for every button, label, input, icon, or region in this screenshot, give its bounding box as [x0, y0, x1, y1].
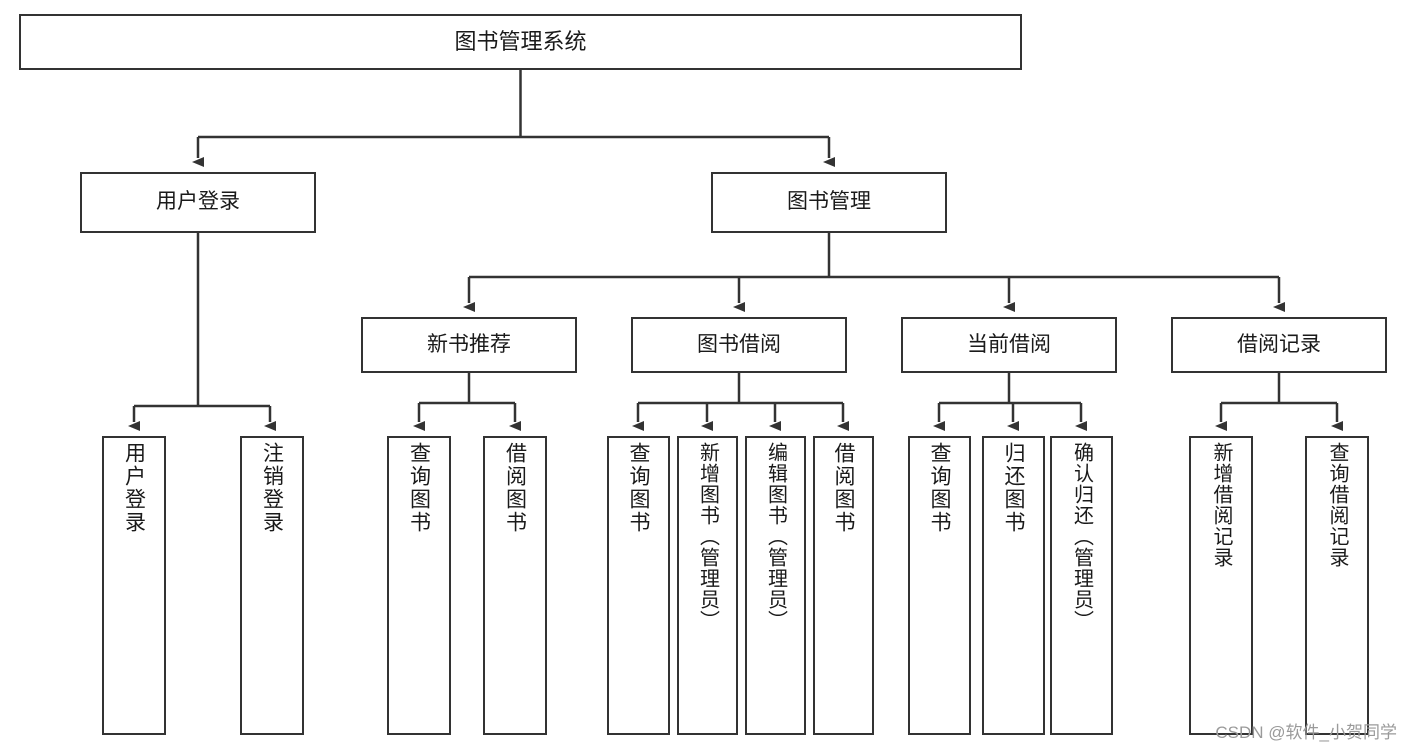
- node-book-borrow-label: 图书借阅: [697, 332, 781, 356]
- node-leaf-borrow-book-2[interactable]: 借阅图书: [813, 436, 874, 735]
- node-leaf-query-record-label: 查询借阅记录: [1326, 442, 1348, 568]
- node-leaf-query-record[interactable]: 查询借阅记录: [1305, 436, 1369, 735]
- node-leaf-query-book-1[interactable]: 查询图书: [387, 436, 451, 735]
- node-book-borrow[interactable]: 图书借阅: [631, 317, 847, 373]
- node-leaf-query-book-2-label: 查询图书: [627, 442, 650, 534]
- csdn-watermark: CSDN @软件_小贺同学: [1215, 723, 1397, 742]
- node-user-login-label: 用户登录: [156, 190, 240, 214]
- node-leaf-edit-book[interactable]: 编辑图书（管理员）: [745, 436, 806, 735]
- node-leaf-return-book-label: 归还图书: [1002, 442, 1025, 534]
- node-borrow-record-label: 借阅记录: [1237, 332, 1321, 356]
- node-leaf-add-book-label: 新增图书（管理员）: [696, 442, 719, 631]
- node-leaf-user-login[interactable]: 用户登录: [102, 436, 166, 735]
- node-leaf-add-book[interactable]: 新增图书（管理员）: [677, 436, 738, 735]
- node-leaf-borrow-book-1[interactable]: 借阅图书: [483, 436, 547, 735]
- node-leaf-query-book-2[interactable]: 查询图书: [607, 436, 670, 735]
- node-leaf-edit-book-label: 编辑图书（管理员）: [764, 442, 787, 631]
- node-leaf-logout-label: 注销登录: [260, 442, 284, 534]
- node-new-book-rec-label: 新书推荐: [427, 332, 511, 356]
- node-book-manage[interactable]: 图书管理: [711, 172, 947, 233]
- node-new-book-rec[interactable]: 新书推荐: [361, 317, 577, 373]
- node-book-manage-label: 图书管理: [787, 190, 871, 214]
- node-leaf-add-record[interactable]: 新增借阅记录: [1189, 436, 1253, 735]
- node-user-login[interactable]: 用户登录: [80, 172, 316, 233]
- node-leaf-return-book[interactable]: 归还图书: [982, 436, 1045, 735]
- node-leaf-borrow-book-1-label: 借阅图书: [503, 442, 527, 534]
- node-current-borrow[interactable]: 当前借阅: [901, 317, 1117, 373]
- node-leaf-confirm-return-label: 确认归还（管理员）: [1070, 442, 1093, 631]
- node-leaf-query-book-3[interactable]: 查询图书: [908, 436, 971, 735]
- node-current-borrow-label: 当前借阅: [967, 332, 1051, 356]
- node-leaf-borrow-book-2-label: 借阅图书: [832, 442, 855, 534]
- node-leaf-user-login-label: 用户登录: [122, 442, 146, 534]
- node-root-label: 图书管理系统: [454, 29, 587, 55]
- node-leaf-confirm-return[interactable]: 确认归还（管理员）: [1050, 436, 1113, 735]
- node-leaf-add-record-label: 新增借阅记录: [1210, 442, 1232, 568]
- node-leaf-query-book-3-label: 查询图书: [928, 442, 951, 534]
- node-leaf-query-book-1-label: 查询图书: [407, 442, 431, 534]
- node-root[interactable]: 图书管理系统: [19, 14, 1022, 70]
- node-leaf-logout[interactable]: 注销登录: [240, 436, 304, 735]
- node-borrow-record[interactable]: 借阅记录: [1171, 317, 1387, 373]
